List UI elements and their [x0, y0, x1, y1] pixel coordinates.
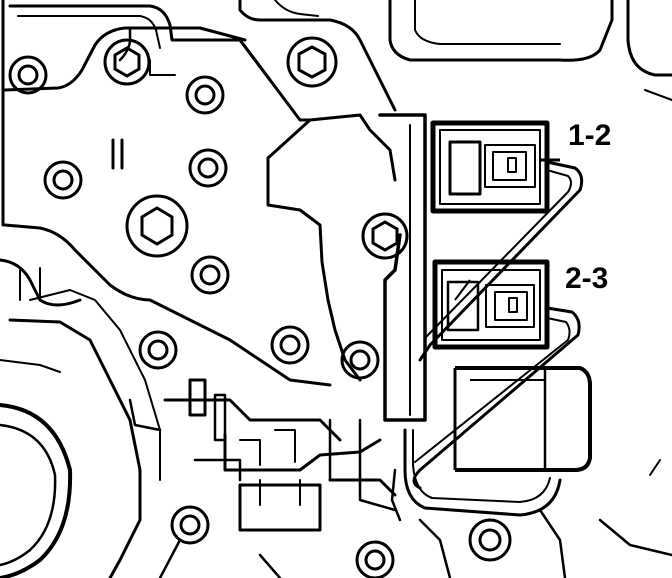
wire-harness [390, 160, 584, 522]
solenoid-2-3 [432, 259, 550, 350]
washer-2 [185, 75, 225, 115]
washer-10 [468, 518, 512, 562]
hex-bolt-bracket [361, 212, 409, 260]
lower-passages [128, 398, 672, 578]
hex-bolt-center [125, 194, 189, 258]
washer-8 [138, 330, 178, 370]
washer-9 [170, 505, 210, 545]
bore-circle [0, 403, 73, 578]
washer-7 [340, 340, 380, 380]
label-solenoid-1-2: 1-2 [568, 119, 611, 152]
washer-4 [188, 148, 228, 188]
hex-bolt-top [103, 38, 151, 86]
valve-body-casting [1, 0, 672, 422]
washer-1 [8, 55, 48, 95]
label-solenoid-2-3: 2-3 [565, 262, 608, 295]
lower-housing [0, 258, 242, 578]
washer-3 [43, 160, 83, 200]
solenoid-1-2 [430, 120, 560, 214]
bolt-group [8, 36, 512, 578]
hex-bolt-link [286, 36, 338, 88]
washer-6 [270, 325, 310, 365]
lower-solenoid-block [453, 366, 592, 472]
washer-11 [355, 540, 395, 578]
washer-5 [190, 255, 230, 295]
